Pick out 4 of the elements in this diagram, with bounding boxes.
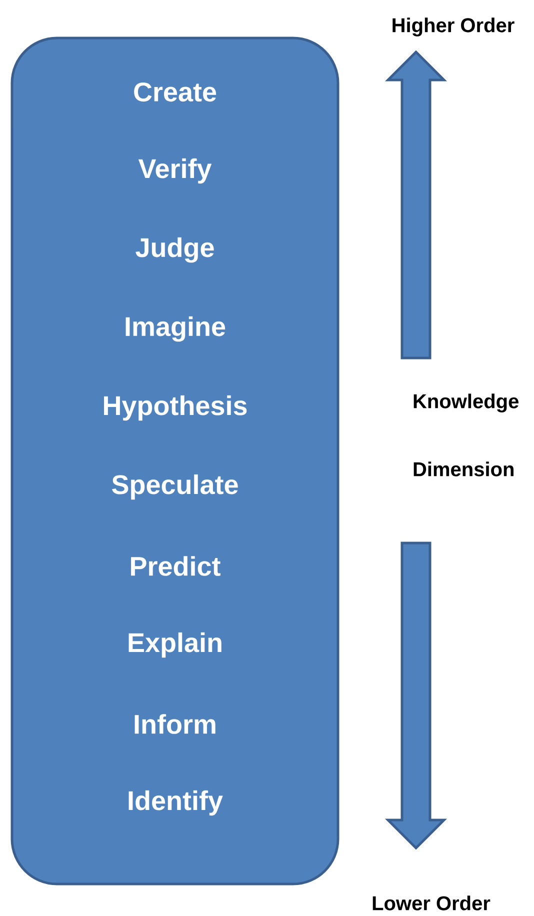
- axis-label: Knowledge Dimension: [414, 394, 518, 476]
- axis-label: Lower Order: [372, 896, 490, 910]
- rounded-box: Create Verify Judge Imagine Hypothesis Speculate Predict Explain Inform Identify: [10, 36, 340, 886]
- axis-label: Higher Order: [392, 18, 514, 36]
